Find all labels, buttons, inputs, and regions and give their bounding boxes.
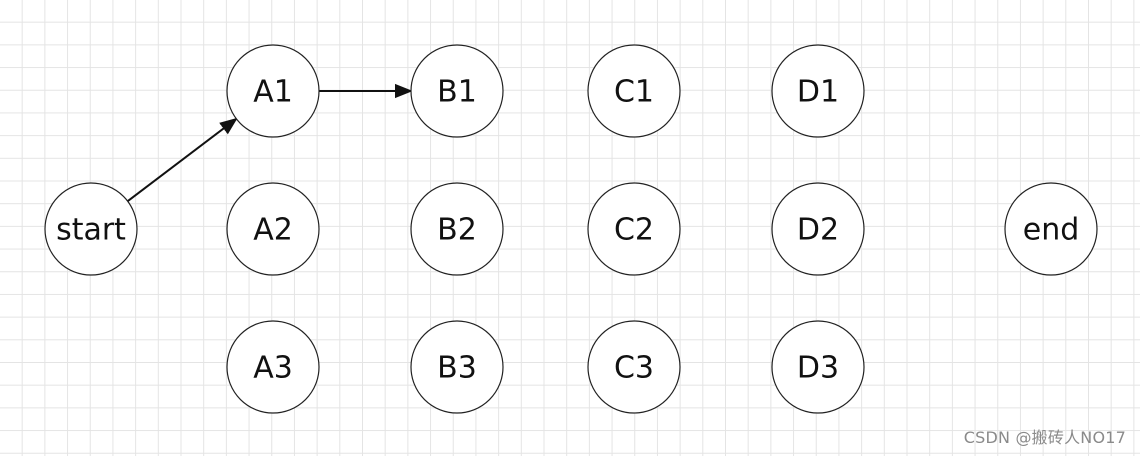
node-b3: B3 [410, 320, 504, 414]
node-label: B1 [437, 75, 477, 110]
node-a3: A3 [226, 320, 320, 414]
node-b2: B2 [410, 182, 504, 276]
node-circle [410, 44, 504, 138]
node-c1: C1 [587, 44, 681, 138]
node-circle [587, 44, 681, 138]
node-circle [1004, 182, 1098, 276]
node-d2: D2 [771, 182, 865, 276]
node-d3: D3 [771, 320, 865, 414]
edges-layer [127, 83, 413, 203]
node-end: end [1004, 182, 1098, 276]
node-label: B3 [437, 351, 477, 386]
node-circle [226, 320, 320, 414]
node-circle [771, 182, 865, 276]
node-circle [410, 320, 504, 414]
node-circle [587, 320, 681, 414]
node-label: A2 [253, 213, 293, 248]
node-start: start [44, 182, 138, 276]
edge-start-a1 [127, 117, 238, 203]
node-d1: D1 [771, 44, 865, 138]
node-label: C1 [614, 75, 654, 110]
node-label: C3 [614, 351, 654, 386]
node-a2: A2 [226, 182, 320, 276]
node-label: D2 [797, 213, 839, 248]
node-label: D1 [797, 75, 839, 110]
node-label: B2 [437, 213, 477, 248]
watermark: CSDN @搬砖人NO17 [963, 428, 1126, 447]
node-c3: C3 [587, 320, 681, 414]
node-circle [587, 182, 681, 276]
node-circle [226, 182, 320, 276]
node-b1: B1 [410, 44, 504, 138]
node-a1: A1 [226, 44, 320, 138]
node-label: end [1023, 213, 1080, 248]
node-label: A3 [253, 351, 293, 386]
node-c2: C2 [587, 182, 681, 276]
node-label: A1 [253, 75, 293, 110]
node-circle [44, 182, 138, 276]
node-label: start [56, 213, 126, 248]
node-label: C2 [614, 213, 654, 248]
node-circle [226, 44, 320, 138]
node-circle [771, 320, 865, 414]
node-circle [410, 182, 504, 276]
node-label: D3 [797, 351, 839, 386]
node-circle [771, 44, 865, 138]
